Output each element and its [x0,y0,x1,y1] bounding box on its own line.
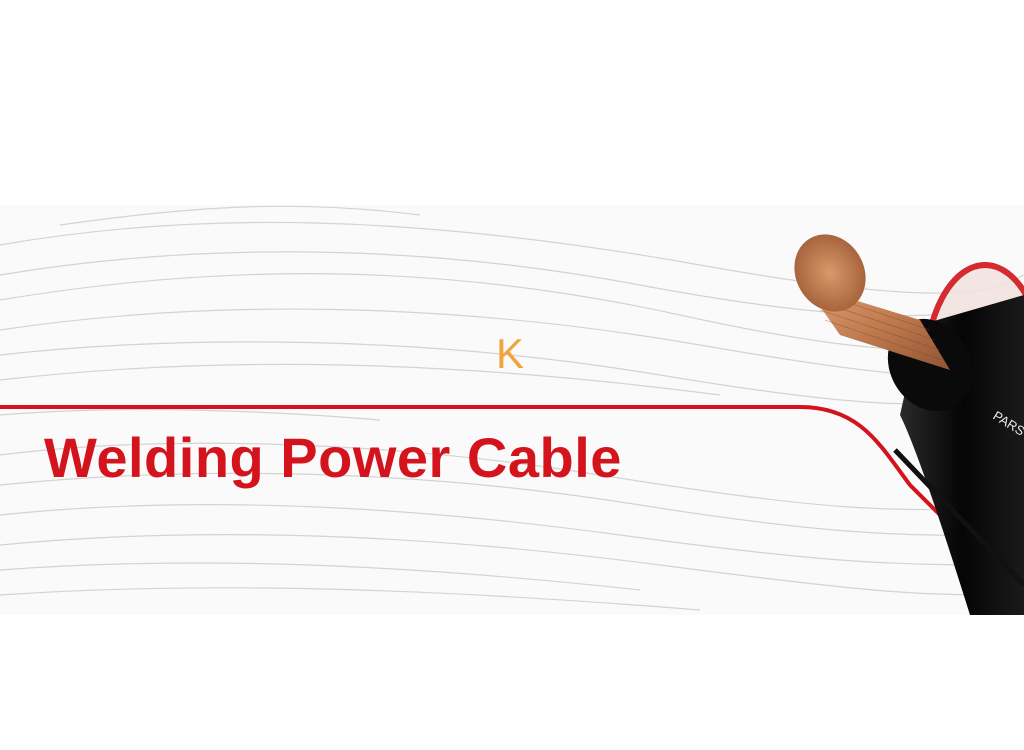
banner-title: Welding Power Cable [44,426,622,489]
red-accent-line [0,405,982,557]
copper-cable-illustration: PARSY [794,234,1024,615]
product-banner: K Welding Power Cable [0,205,1024,615]
k-logo: K [496,330,525,377]
background-wave-lines [0,205,1024,611]
